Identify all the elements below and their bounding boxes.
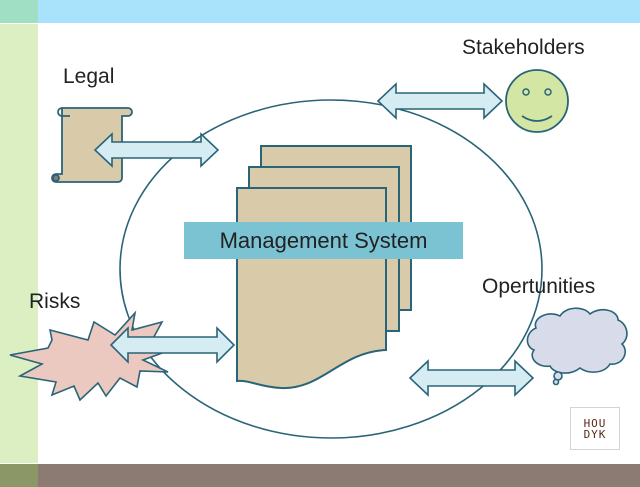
risks-double-arrow-icon — [109, 326, 236, 364]
opportunities-label: Opertunities — [482, 275, 596, 298]
stakeholders-double-arrow-icon — [376, 82, 504, 120]
risks-label: Risks — [29, 290, 81, 313]
logo-line-2: DYK — [583, 427, 607, 441]
logo: HOU DYK — [570, 407, 620, 450]
system-boundary-ellipse — [119, 99, 543, 439]
stakeholders-label: Stakeholders — [462, 36, 585, 59]
legal-double-arrow-icon — [93, 132, 220, 168]
explosion-icon — [9, 310, 169, 402]
left-band — [0, 24, 38, 463]
opportunities-double-arrow-icon — [408, 359, 535, 397]
top-band — [38, 0, 640, 23]
top-corner-band — [0, 0, 38, 23]
logo-line-1: HOU — [583, 416, 607, 430]
smiley-face-icon — [505, 69, 569, 133]
management-system-banner: Management System — [184, 222, 463, 259]
bottom-band — [38, 464, 640, 487]
bottom-corner-band — [0, 464, 38, 487]
thought-cloud-icon — [526, 307, 628, 386]
stacked-documents-icon — [236, 145, 412, 390]
management-system-title: Management System — [219, 227, 428, 253]
legal-label: Legal — [63, 65, 115, 88]
